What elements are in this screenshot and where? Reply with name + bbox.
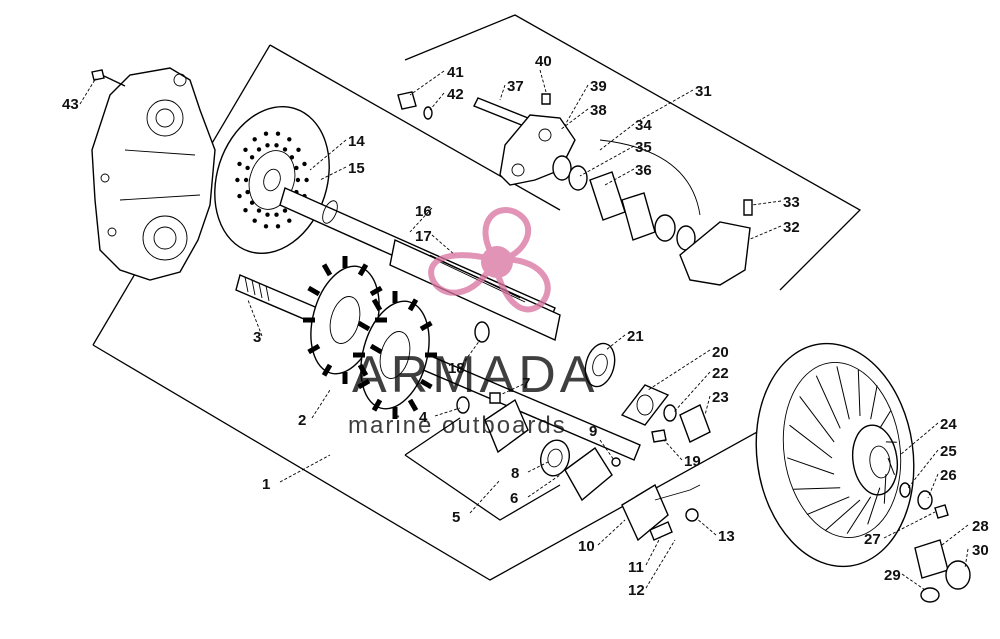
label-36: 36 [635, 162, 652, 179]
watermark: ARMADA marine outboards [348, 207, 598, 439]
leader-lines [79, 69, 969, 591]
group-box-31 [404, 14, 862, 291]
label-41: 41 [447, 64, 464, 81]
label-8: 8 [511, 465, 519, 482]
label-42: 42 [447, 86, 464, 103]
label-34: 34 [635, 117, 652, 134]
label-11: 11 [628, 559, 644, 576]
label-7: 7 [522, 375, 530, 392]
pulley-hardware [899, 482, 971, 603]
label-30: 30 [972, 542, 989, 559]
label-5: 5 [452, 509, 460, 526]
label-6: 6 [510, 490, 518, 507]
label-25: 25 [940, 443, 957, 460]
watermark-title: ARMADA [352, 346, 598, 404]
label-27: 27 [864, 531, 881, 548]
part-labels: 1 2 3 4 5 6 7 8 9 10 11 12 13 14 15 16 1… [62, 53, 989, 599]
label-19: 19 [684, 453, 701, 470]
label-13: 13 [718, 528, 735, 545]
label-26: 26 [940, 467, 957, 484]
drive-shaft [235, 256, 641, 461]
driven-pulley [755, 342, 915, 568]
group-box-1 [92, 344, 861, 581]
label-39: 39 [590, 78, 607, 95]
label-18: 18 [448, 360, 465, 377]
label-37: 37 [507, 78, 524, 95]
label-10: 10 [578, 538, 595, 555]
label-21: 21 [627, 328, 644, 345]
label-16: 16 [415, 203, 432, 220]
label-23: 23 [712, 389, 729, 406]
armada-logo-icon [428, 207, 551, 313]
label-2: 2 [298, 412, 306, 429]
watermark-subtitle: marine outboards [348, 412, 567, 439]
label-24: 24 [940, 416, 957, 433]
label-12: 12 [628, 582, 645, 599]
brake-disc [214, 105, 330, 255]
group-boxes [92, 14, 862, 581]
label-1: 1 [262, 476, 270, 493]
bearings [456, 321, 711, 542]
label-9: 9 [589, 423, 597, 440]
label-28: 28 [972, 518, 989, 535]
group-box-5-side [404, 417, 461, 456]
label-33: 33 [783, 194, 800, 211]
label-38: 38 [590, 102, 607, 119]
label-20: 20 [712, 344, 729, 361]
brake-caliper [397, 91, 753, 286]
label-4: 4 [419, 409, 428, 426]
label-17: 17 [415, 228, 432, 245]
label-22: 22 [712, 365, 729, 382]
label-32: 32 [783, 219, 800, 236]
label-15: 15 [348, 160, 365, 177]
label-35: 35 [635, 139, 652, 156]
label-3: 3 [253, 329, 261, 346]
label-43: 43 [62, 96, 79, 113]
label-29: 29 [884, 567, 901, 584]
label-40: 40 [535, 53, 552, 70]
label-31: 31 [695, 83, 712, 100]
label-14: 14 [348, 133, 365, 150]
group-box-5 [404, 454, 561, 521]
gear-case [91, 67, 216, 281]
